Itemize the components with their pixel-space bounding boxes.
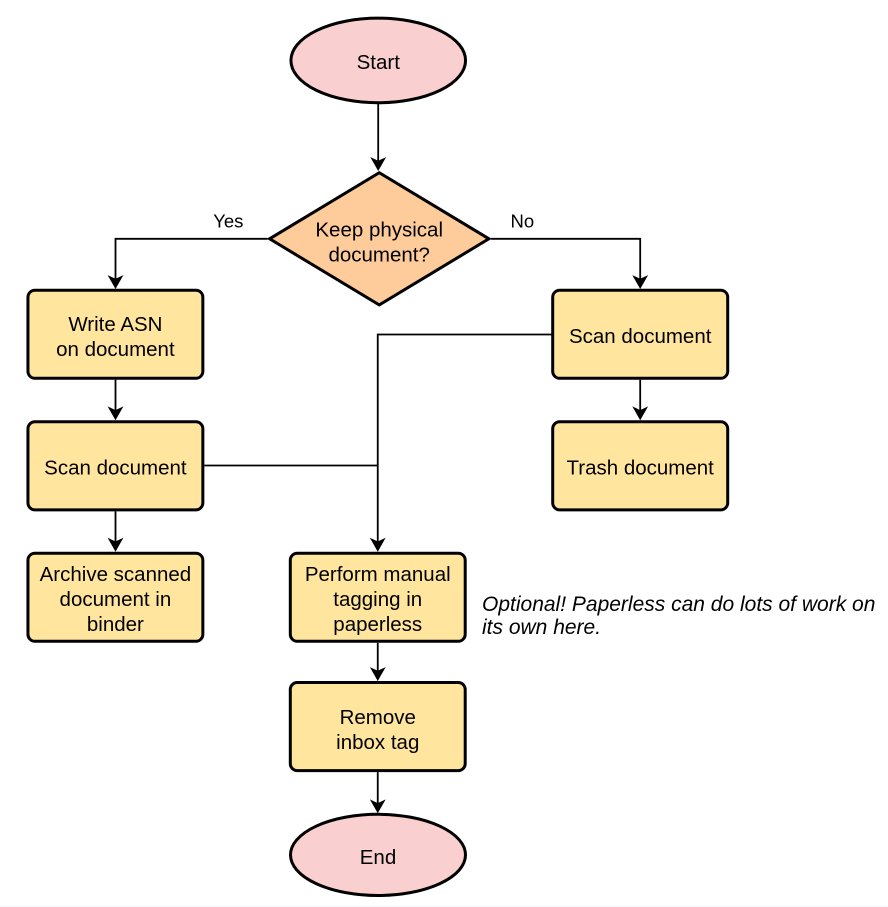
svg-text:Yes: Yes	[213, 211, 243, 232]
svg-text:Scan document: Scan document	[44, 457, 187, 480]
svg-text:Scan document: Scan document	[569, 325, 712, 348]
svg-text:binder: binder	[87, 613, 144, 636]
svg-text:tagging in: tagging in	[333, 588, 422, 611]
svg-text:Perform manual: Perform manual	[305, 563, 451, 586]
svg-text:Remove: Remove	[340, 706, 416, 729]
svg-text:its own here.: its own here.	[482, 616, 601, 639]
svg-text:Write ASN: Write ASN	[68, 313, 162, 336]
svg-text:Archive scanned: Archive scanned	[40, 563, 192, 586]
svg-text:Optional! Paperless can do lot: Optional! Paperless can do lots of work …	[482, 593, 875, 616]
svg-text:inbox tag: inbox tag	[336, 731, 419, 754]
svg-text:document in: document in	[60, 588, 172, 611]
svg-text:paperless: paperless	[333, 613, 422, 636]
svg-text:Trash document: Trash document	[567, 457, 715, 480]
svg-text:No: No	[510, 211, 534, 232]
svg-text:Keep physical: Keep physical	[315, 218, 443, 241]
svg-text:Start: Start	[357, 51, 401, 74]
svg-text:on document: on document	[56, 338, 175, 361]
svg-text:document?: document?	[328, 243, 429, 266]
svg-text:End: End	[360, 846, 396, 869]
